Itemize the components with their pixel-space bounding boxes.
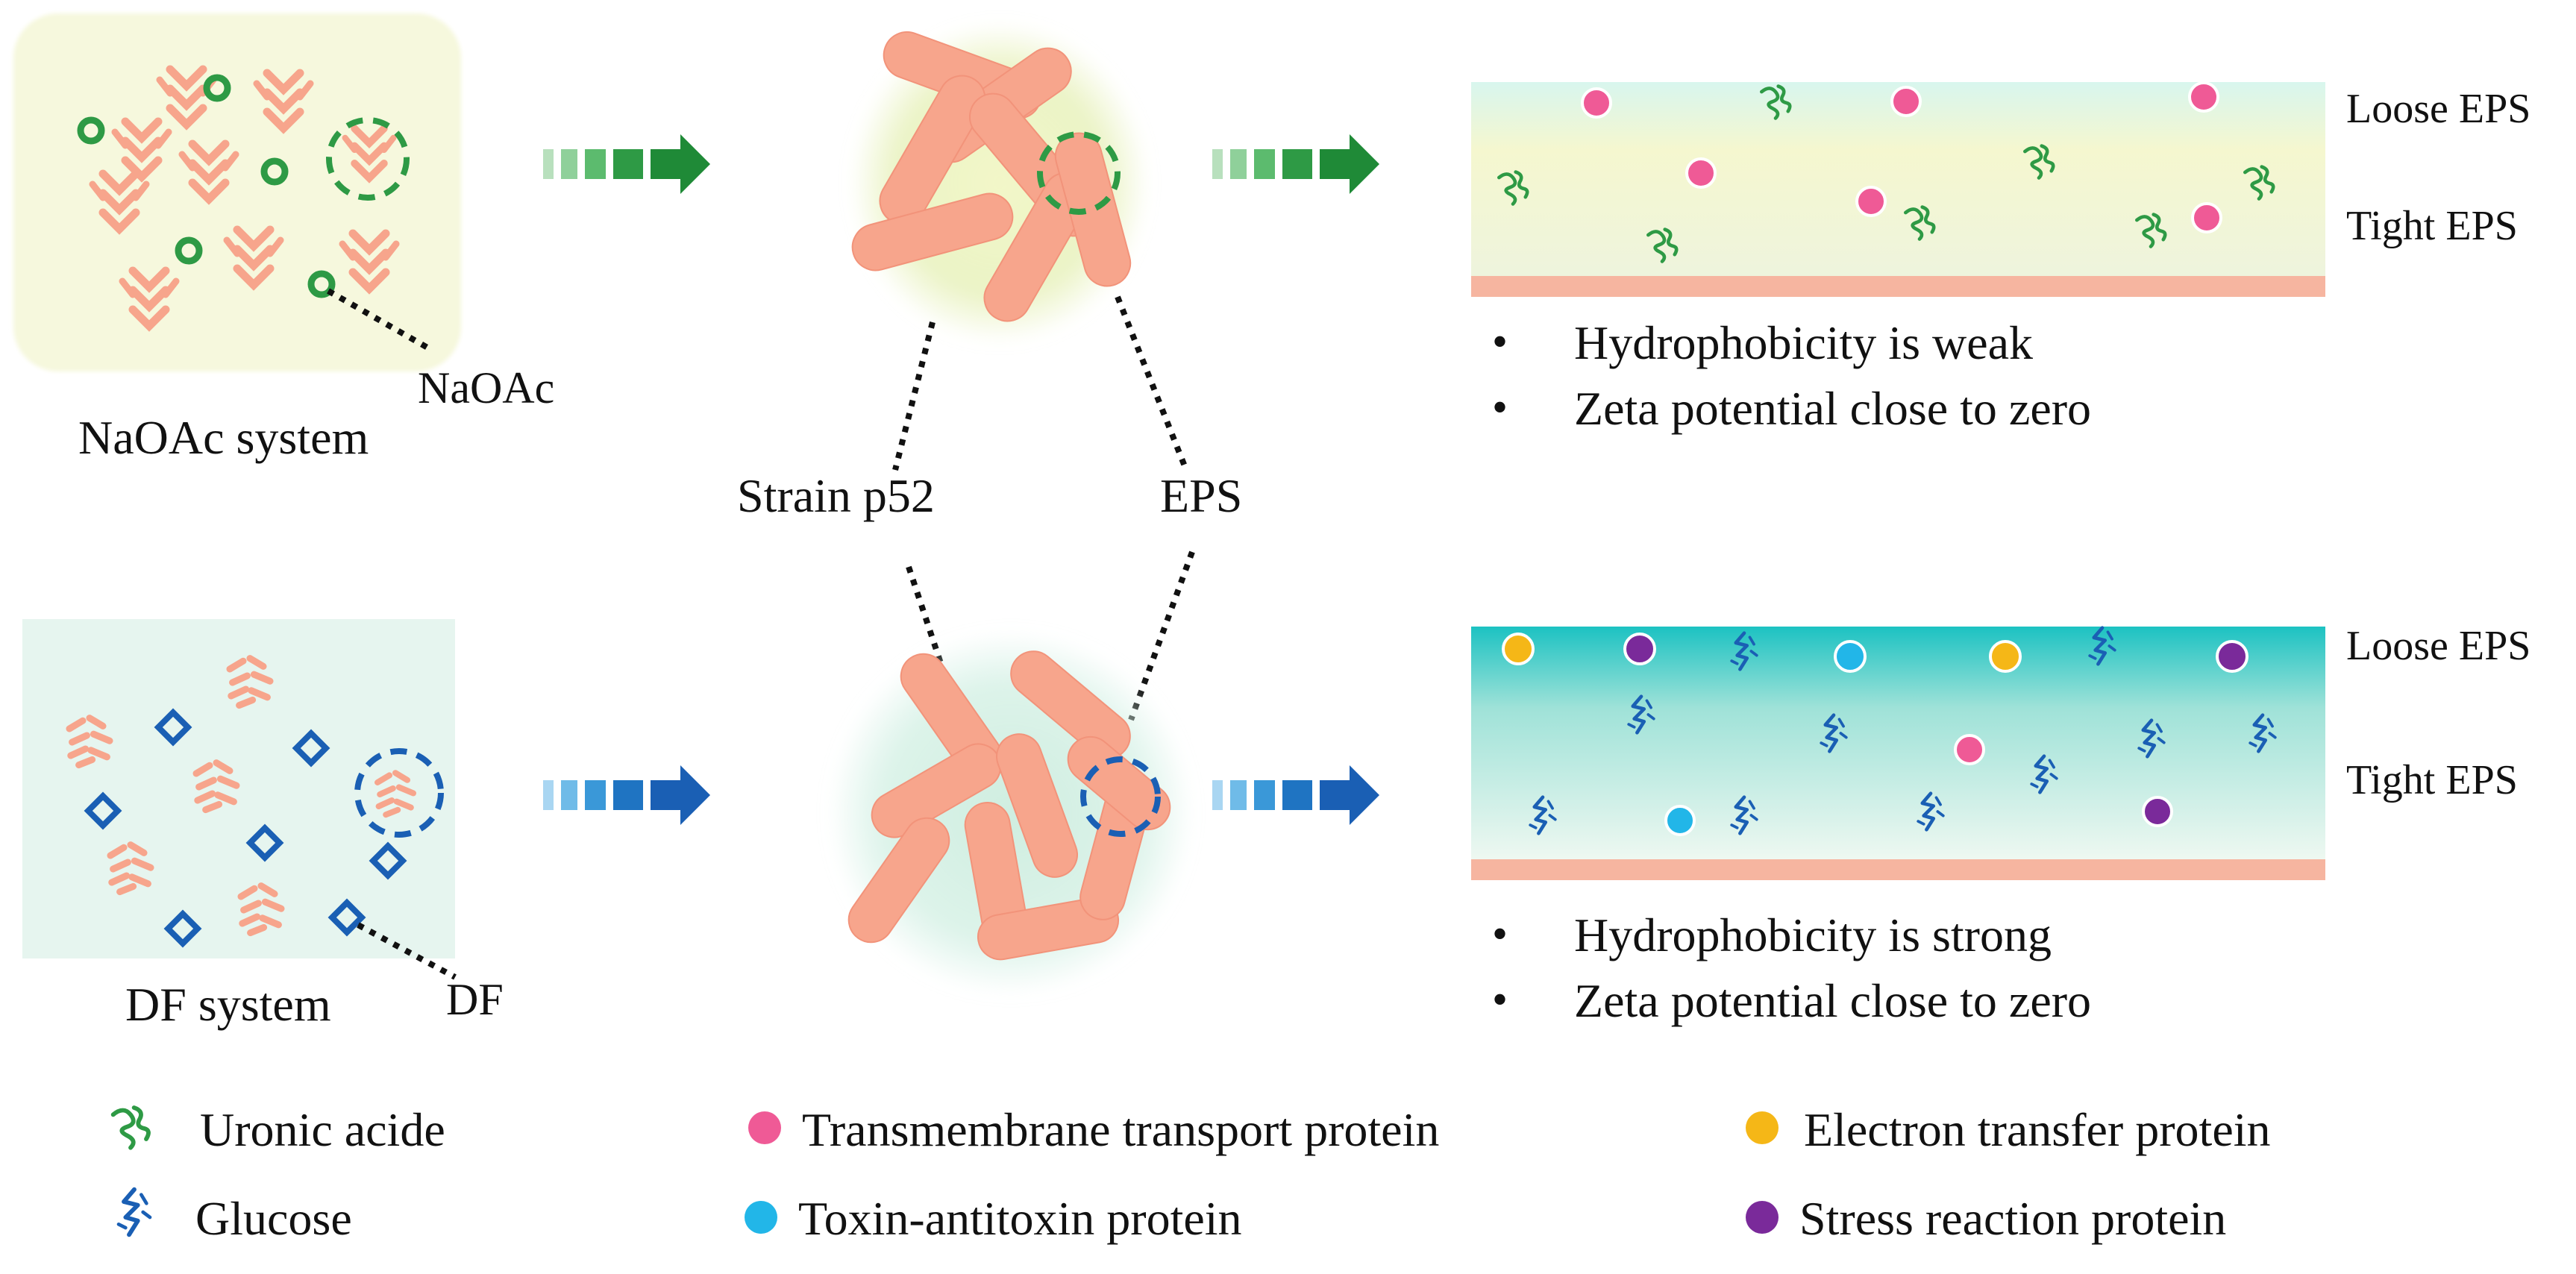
top-bullet-marker: • — [1492, 317, 1508, 366]
highlight-circle-icon — [1080, 756, 1161, 837]
stress-protein-dot — [2216, 640, 2248, 673]
strain-label: Strain p52 — [737, 469, 935, 522]
legend-stress-label: Stress reaction protein — [1799, 1192, 2227, 1245]
bottom-loose-eps-label: Loose EPS — [2346, 623, 2531, 669]
top-bullet-2: Zeta potential close to zero — [1574, 382, 2092, 435]
toxin-protein-dot — [1834, 640, 1867, 673]
legend-toxin-label: Toxin-antitoxin protein — [798, 1192, 1242, 1245]
df-eps-layer — [1471, 627, 2325, 880]
highlight-circle-icon — [354, 748, 444, 838]
substrate-bar — [1471, 276, 2325, 297]
transmembrane-protein-dot — [748, 1111, 781, 1144]
toxin-protein-dot — [745, 1201, 777, 1234]
stress-protein-dot — [2142, 796, 2173, 827]
legend-glucose-label: Glucose — [195, 1192, 352, 1245]
top-bullet-1: Hydrophobicity is weak — [1574, 316, 2033, 369]
df-biofilm-aggregate — [828, 630, 1194, 996]
legend-transmembrane-label: Transmembrane transport protein — [802, 1103, 1440, 1156]
df-pointer-line — [357, 922, 457, 980]
toxin-protein-dot — [1664, 805, 1696, 836]
naoac-system-title: NaOAc system — [78, 411, 369, 464]
stress-protein-dot — [1623, 633, 1656, 665]
legend-uronic-label: Uronic acide — [200, 1103, 445, 1156]
transmembrane-protein-dot — [1954, 734, 1985, 765]
naoac-molecule-icons — [77, 74, 336, 298]
bottom-bullet-marker: • — [1492, 975, 1508, 1024]
highlight-circle-icon — [326, 117, 410, 201]
eps-label: EPS — [1160, 469, 1243, 522]
stress-protein-dot — [1746, 1201, 1779, 1234]
highlight-circle-icon — [1037, 131, 1121, 215]
df-system-panel — [22, 619, 457, 980]
top-loose-eps-label: Loose EPS — [2346, 86, 2531, 132]
uronic-acid-icon — [113, 1108, 148, 1148]
bottom-bullet-2: Zeta potential close to zero — [1574, 974, 2092, 1027]
electron-protein-dot — [1989, 640, 2022, 673]
naoac-label: NaOAc — [418, 363, 555, 412]
df-molecule-icons — [84, 708, 407, 948]
bottom-bullet-marker: • — [1492, 909, 1508, 958]
naoac-biofilm-aggregate — [850, 22, 1149, 343]
transmembrane-protein-dots — [1581, 81, 2222, 233]
arrow-right-icon — [543, 134, 710, 194]
electron-protein-dot — [1746, 1111, 1779, 1144]
arrow-right-icon — [1212, 765, 1379, 825]
naoac-eps-layer — [1471, 81, 2325, 297]
bottom-bullet-1: Hydrophobicity is strong — [1574, 909, 2052, 961]
df-label: DF — [446, 975, 504, 1024]
top-tight-eps-label: Tight EPS — [2346, 203, 2518, 249]
arrow-right-icon — [543, 765, 710, 825]
top-bullet-marker: • — [1492, 383, 1508, 432]
substrate-bar — [1471, 859, 2325, 880]
legend — [113, 1108, 1779, 1234]
electron-protein-dot — [1502, 633, 1535, 665]
arrow-right-icon — [1212, 134, 1379, 194]
bottom-tight-eps-label: Tight EPS — [2346, 757, 2518, 803]
naoac-system-panel — [13, 13, 461, 371]
glucose-icon — [119, 1190, 150, 1235]
legend-electron-label: Electron transfer protein — [1804, 1103, 2271, 1156]
df-system-title: DF system — [125, 978, 331, 1031]
